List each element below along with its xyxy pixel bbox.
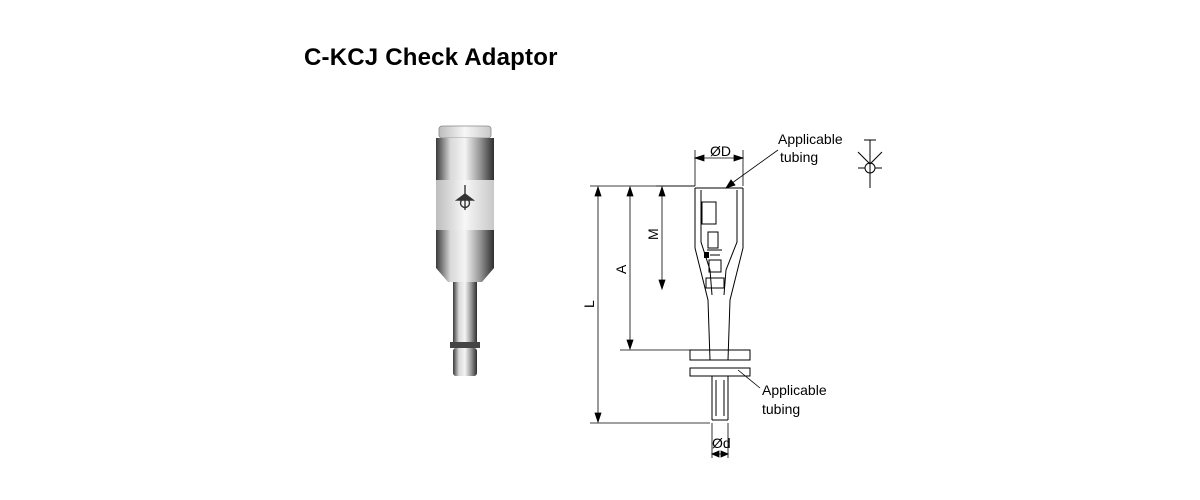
callout-upper-line1: Applicable <box>778 131 843 147</box>
check-valve-icon <box>454 185 476 210</box>
product-photo <box>436 125 494 376</box>
check-valve-symbol-icon <box>857 139 883 188</box>
callout-lower-line2: tubing <box>762 401 800 417</box>
outer-diameter-label: ØD <box>710 143 731 159</box>
dimension-drawing: ØD Ød L A M Applicable tubing Applicable… <box>581 131 843 458</box>
dimension-M-label: M <box>645 228 661 240</box>
dimension-A-label: A <box>613 264 629 274</box>
page-title: C-KCJ Check Adaptor <box>304 44 558 71</box>
dimension-L-label: L <box>581 300 597 308</box>
callout-lower-line1: Applicable <box>762 382 827 398</box>
inner-diameter-label: Ød <box>712 435 731 451</box>
callout-upper-line2: tubing <box>780 149 818 165</box>
